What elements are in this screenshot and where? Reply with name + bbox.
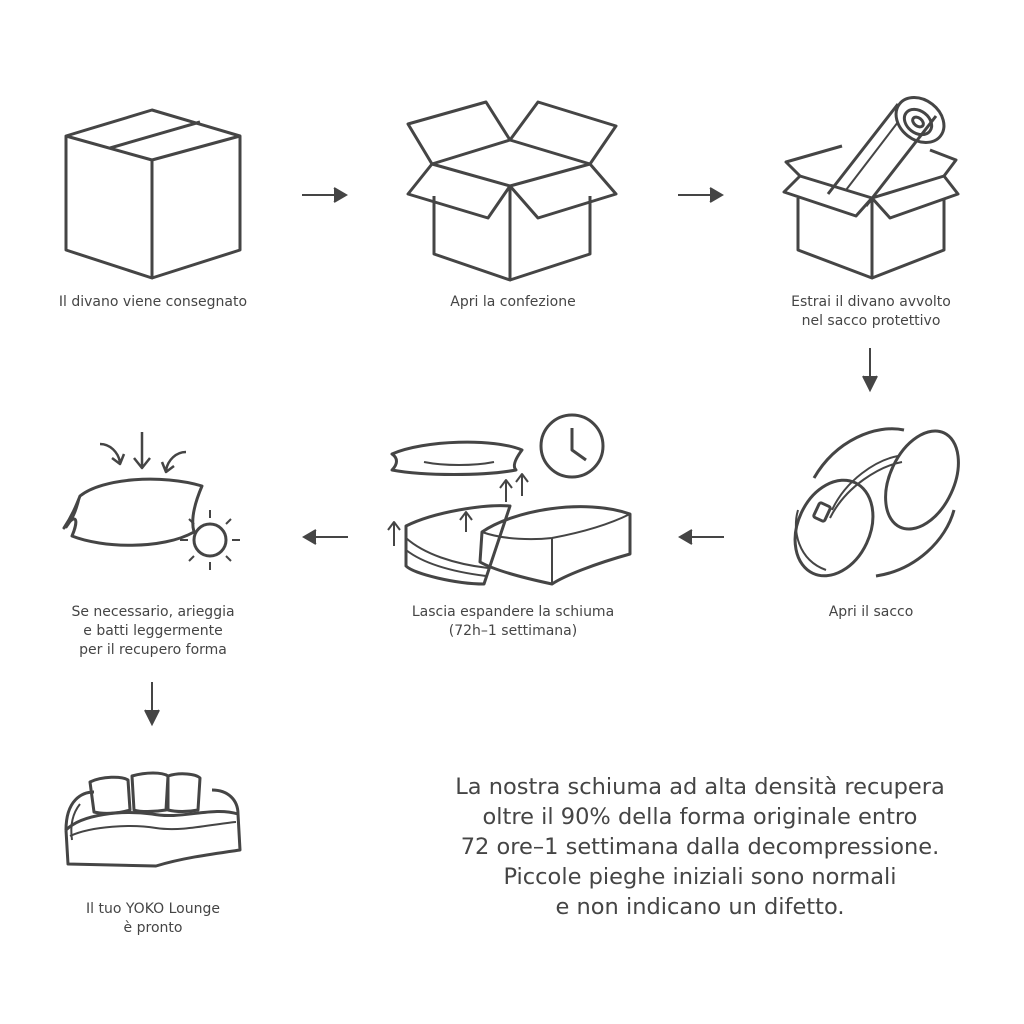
curved-sofa-icon — [62, 770, 244, 870]
closed-box-icon — [60, 98, 250, 288]
arrow-right-icon — [302, 187, 348, 203]
step-caption-extract: Estrai il divano avvolto nel sacco prote… — [791, 294, 951, 329]
arrow-left-icon — [302, 529, 348, 545]
step-caption-air: Se necessario, arieggia e batti leggerme… — [71, 604, 235, 658]
step-caption-open-bag: Apri il sacco — [828, 604, 914, 620]
foam-expand-icon — [384, 414, 638, 590]
arrow-down-icon — [144, 682, 160, 727]
step-caption-ready: Il tuo YOKO Lounge è pronto — [86, 901, 220, 936]
arrow-right-icon — [678, 187, 724, 203]
box-with-roll-icon — [780, 98, 962, 282]
step-caption-expand: Lascia espandere la schiuma (72h–1 setti… — [411, 604, 615, 639]
arrow-down-icon — [862, 348, 878, 393]
open-box-icon — [404, 100, 620, 286]
step-caption-open-package: Apri la confezione — [450, 294, 576, 310]
arrow-left-icon — [678, 529, 724, 545]
pillow-sun-icon — [62, 430, 246, 576]
step-caption-delivered: Il divano viene consegnato — [58, 294, 248, 310]
foam-recovery-note: La nostra schiuma ad alta densità recupe… — [455, 774, 945, 920]
bolster-bag-icon — [776, 420, 962, 582]
